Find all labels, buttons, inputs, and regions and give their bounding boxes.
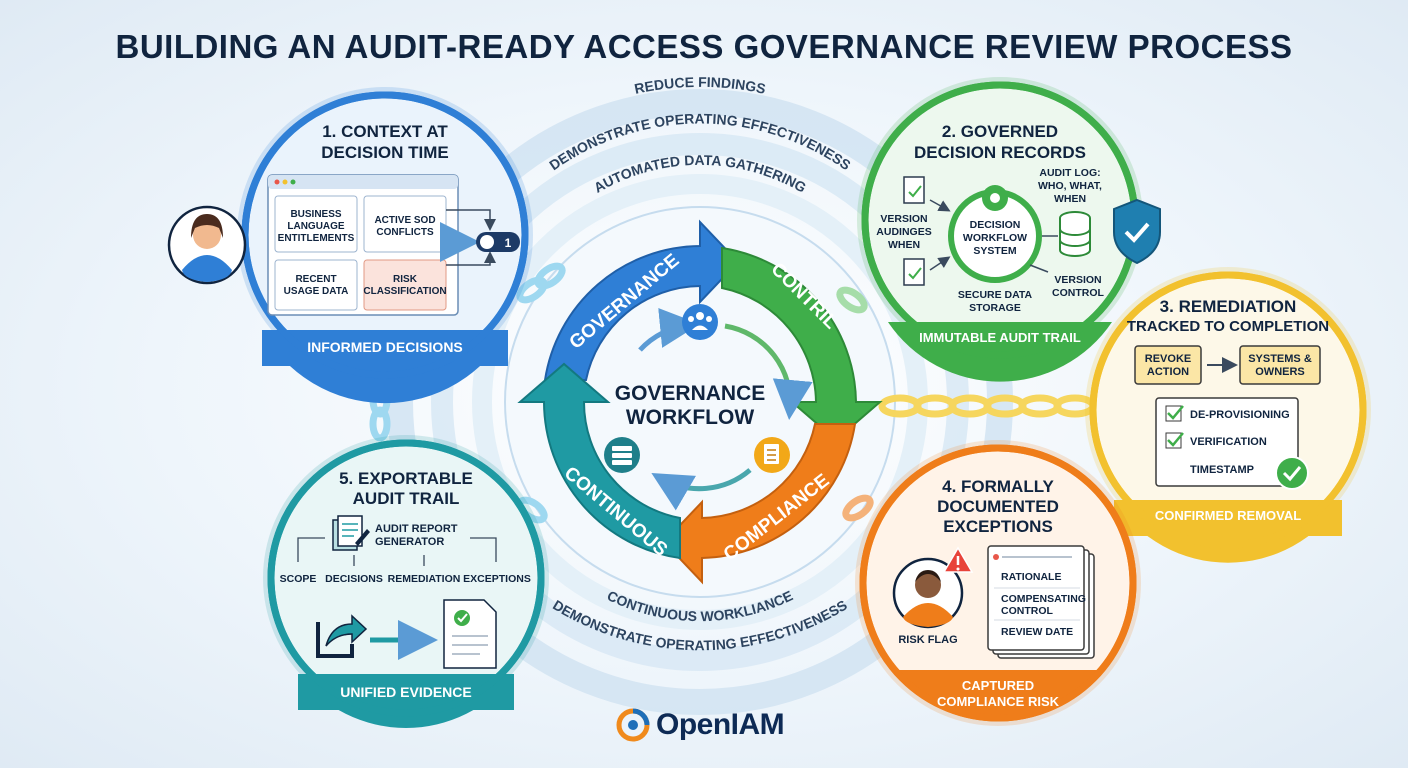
step4-footer-line1: CAPTURED <box>962 678 1034 693</box>
step4-footer-line2: COMPLIANCE RISK <box>937 694 1060 709</box>
database-icon <box>1059 211 1091 257</box>
step2-storage-line2: STORAGE <box>969 302 1021 314</box>
arrow-control <box>721 246 883 442</box>
report-document-icon <box>443 599 497 669</box>
step2-system-line1: DECISION <box>970 219 1021 231</box>
cycle-arrows <box>517 219 883 585</box>
export-icon <box>316 614 368 658</box>
step3-footer: CONFIRMED REMOVAL <box>1155 508 1301 523</box>
step3-check1: DE-PROVISIONING <box>1190 409 1290 421</box>
check-circle-icon <box>1275 456 1309 490</box>
step5-title-line2: AUDIT TRAIL <box>353 489 460 508</box>
step4-title-line3: EXCEPTIONS <box>943 517 1053 536</box>
step3-title-line2: TRACKED TO COMPLETION <box>1127 318 1329 335</box>
step3-title-line1: 3. REMEDIATION <box>1160 297 1297 316</box>
step2-auditlog-line1: AUDIT LOG: <box>1039 167 1100 179</box>
user-avatar-icon <box>167 205 247 285</box>
step5-branch-lines <box>297 537 497 566</box>
step3-timestamp: TIMESTAMP <box>1190 464 1254 476</box>
step2-workflow-ring <box>929 185 1058 283</box>
step1-card3-line1: RECENT <box>295 274 336 285</box>
step2-footer: IMMUTABLE AUDIT TRAIL <box>919 330 1081 345</box>
step5-generator-line2: GENERATOR <box>375 536 444 548</box>
step5-footer: UNIFIED EVIDENCE <box>340 684 471 700</box>
brand-logo: OpenIAM <box>616 708 785 742</box>
arrow-continuous <box>517 362 681 560</box>
users-icon <box>688 312 712 330</box>
person-risk-icon <box>892 546 974 629</box>
step5-branch-scope: SCOPE <box>280 573 317 585</box>
center-title-line1: GOVERNANCE <box>615 382 766 405</box>
step4-compensating-line1: COMPENSATING <box>1001 593 1086 605</box>
step1-toggle-value: 1 <box>505 236 512 250</box>
step1-card4-line1: RISK <box>393 274 418 285</box>
step1-browser-window <box>267 174 459 316</box>
step1-card1-line3: ENTITLEMENTS <box>278 233 355 244</box>
step1-card2-line2: CONFLICTS <box>376 227 434 238</box>
step1-card4-line2: CLASSIFICATION <box>363 286 446 297</box>
step5-branch-exceptions: EXCEPTIONS <box>463 573 531 585</box>
step4-title-line2: DOCUMENTED <box>937 497 1059 516</box>
step2-version-line2: AUDINGES <box>876 226 931 238</box>
center-title-line2: WORKFLOW <box>626 406 754 429</box>
step2-title-line1: 2. GOVERNED <box>942 122 1058 141</box>
shield-check-icon <box>1113 198 1161 265</box>
step2-title-line2: DECISION RECORDS <box>914 143 1086 162</box>
inner-cycle <box>604 304 813 511</box>
report-generator-icon <box>332 515 370 551</box>
step4-rationale: RATIONALE <box>1001 571 1061 583</box>
step3-systems-line2: OWNERS <box>1255 366 1305 378</box>
step1-card3-line2: USAGE DATA <box>284 286 349 297</box>
step4-exception-doc <box>987 545 1095 659</box>
step2-version-line1: VERSION <box>880 213 927 225</box>
step1-card2-line1: ACTIVE SOD <box>374 215 435 226</box>
step1-title-line2: DECISION TIME <box>321 143 449 162</box>
step1-title-line1: 1. CONTEXT AT <box>322 122 448 141</box>
step1-connector <box>440 209 496 266</box>
step5-title-line1: 5. EXPORTABLE <box>339 469 473 488</box>
step4-title-line1: 4. FORMALLY <box>942 477 1054 496</box>
step2-system-line2: WORKFLOW <box>963 232 1027 244</box>
arrow-compliance <box>662 423 857 585</box>
step3-revoke-line1: REVOKE <box>1145 353 1191 365</box>
step4-risk-flag: RISK FLAG <box>898 634 957 646</box>
step5-branch-decisions: DECISIONS <box>325 573 383 585</box>
step2-system-line3: SYSTEM <box>973 245 1016 257</box>
ring-label-reduce-findings: REDUCE FINDINGS <box>633 74 767 97</box>
brand-name: OpenIAM <box>656 708 785 741</box>
step2-storage-line1: SECURE DATA <box>958 289 1033 301</box>
step5-branch-remediation: REMEDIATION <box>388 573 461 585</box>
step2-vc-line1: VERSION <box>1054 274 1101 286</box>
openiam-logo-icon <box>616 708 650 742</box>
step4-compensating-line2: CONTROL <box>1001 605 1053 617</box>
step3-check2: VERIFICATION <box>1190 436 1267 448</box>
step1-card1-line2: LANGUAGE <box>287 221 345 232</box>
document-icon <box>764 444 779 464</box>
step2-auditlog-line2: WHO, WHAT, <box>1038 180 1102 192</box>
gear-icon <box>982 185 1008 211</box>
step2-auditlog-line3: WHEN <box>1054 193 1086 205</box>
step3-revoke-line2: ACTION <box>1147 366 1189 378</box>
server-icon <box>612 446 632 465</box>
step1-card1-line1: BUSINESS <box>290 209 341 220</box>
step4-review-date: REVIEW DATE <box>1001 626 1073 638</box>
step3-flow <box>1134 345 1321 490</box>
step3-systems-line1: SYSTEMS & <box>1248 353 1312 365</box>
step5-generator-line1: AUDIT REPORT <box>375 523 458 535</box>
step2-doc-icons <box>903 176 925 286</box>
step1-toggle <box>476 232 520 252</box>
step2-vc-line2: CONTROL <box>1052 287 1104 299</box>
page-title: BUILDING AN AUDIT-READY ACCESS GOVERNANC… <box>115 28 1293 65</box>
arrow-governance <box>543 219 740 381</box>
step1-footer: INFORMED DECISIONS <box>307 339 463 355</box>
step2-version-line3: WHEN <box>888 239 920 251</box>
